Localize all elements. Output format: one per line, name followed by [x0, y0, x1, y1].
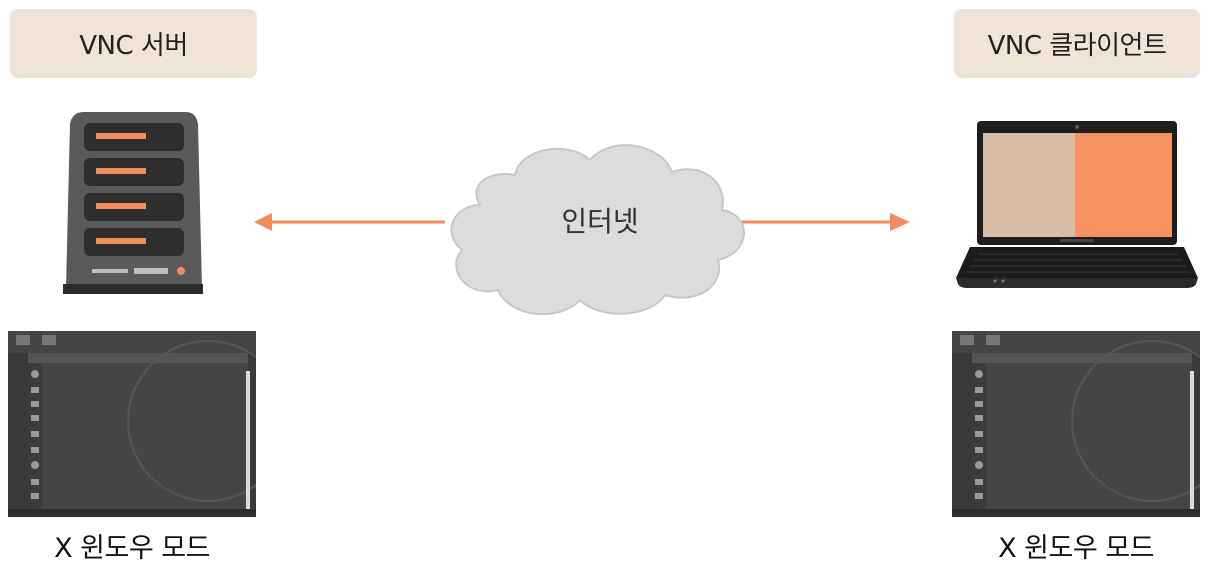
server-caption: X 윈도우 모드: [54, 533, 210, 564]
internet-label: 인터넷: [561, 205, 639, 238]
vnc-client-title: VNC 클라이언트: [987, 31, 1167, 61]
double-arrow-icon: [254, 213, 910, 231]
desktop-screenshot-graphic: [952, 331, 1200, 517]
cloud-icon: [450, 144, 745, 316]
client-caption: X 윈도우 모드: [998, 533, 1154, 564]
vnc-server-title: VNC 서버: [79, 31, 188, 61]
laptop-icon: [956, 121, 1198, 288]
client-desktop-screenshot: [952, 331, 1200, 517]
vnc-client-label: VNC 클라이언트: [954, 9, 1200, 78]
vnc-server-label: VNC 서버: [10, 9, 257, 78]
server-icon: [63, 112, 203, 294]
server-desktop-screenshot: [8, 331, 256, 517]
desktop-screenshot-graphic: [8, 331, 256, 517]
